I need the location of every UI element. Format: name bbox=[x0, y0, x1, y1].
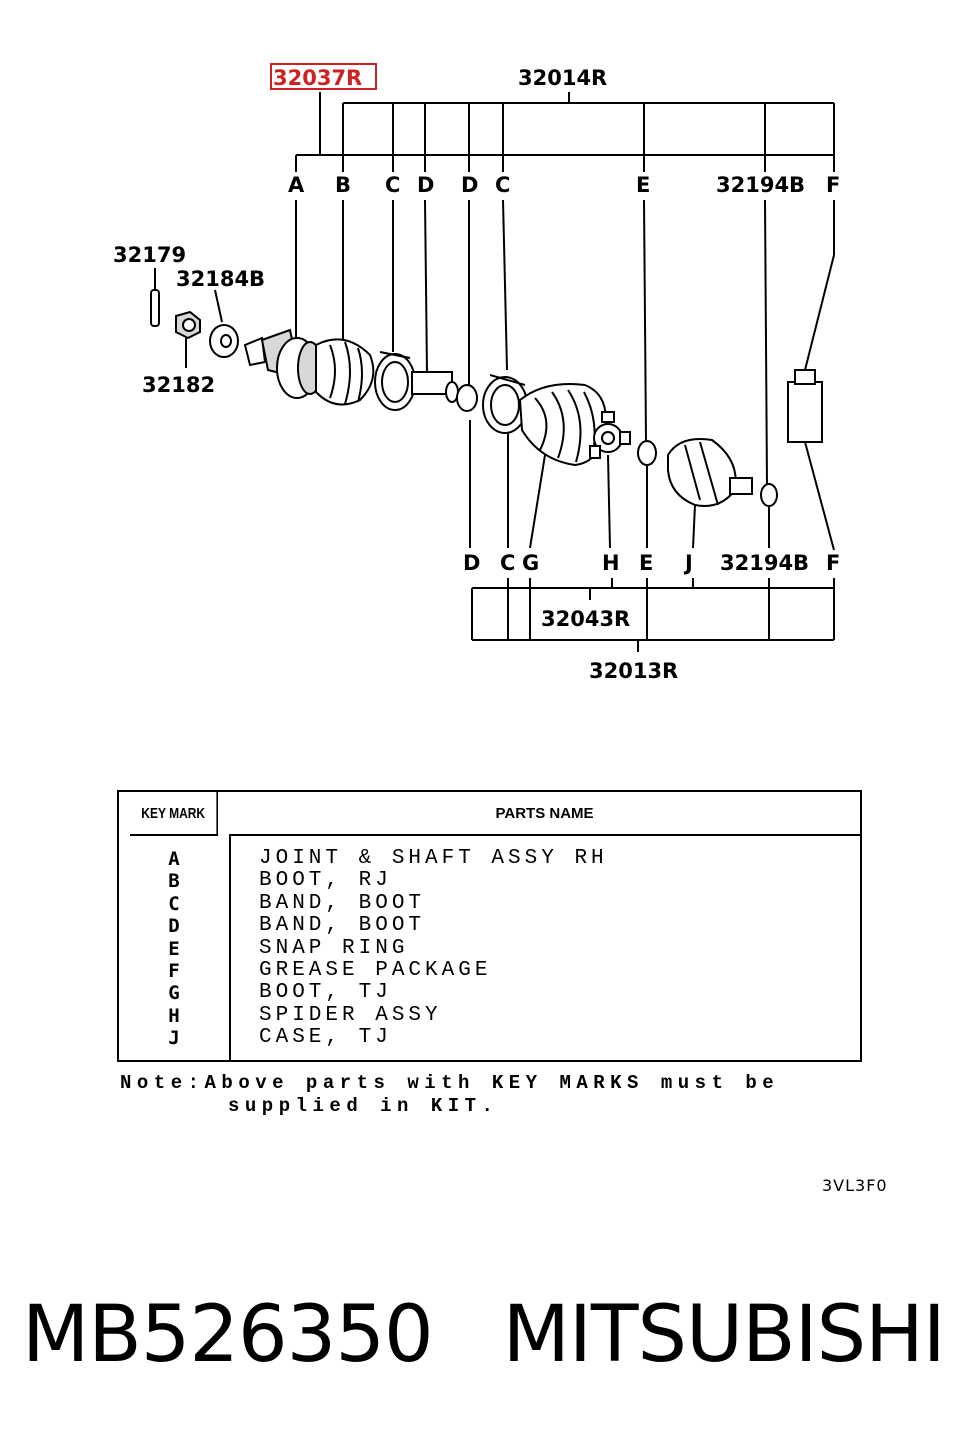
outer-joint-assembly-icon bbox=[243, 328, 459, 411]
table-row: E SNAP RING bbox=[119, 936, 860, 960]
label-32194B-top[interactable]: 32194B bbox=[716, 173, 805, 197]
spider-assembly-icon bbox=[589, 411, 631, 459]
key-bottom-D: D bbox=[463, 551, 480, 575]
key-top-B: B bbox=[335, 173, 351, 197]
name-cell: SNAP RING bbox=[259, 936, 409, 960]
key-cell: F bbox=[168, 959, 180, 982]
table-row: D BAND, BOOT bbox=[119, 914, 860, 938]
table-row: H SPIDER ASSY bbox=[119, 1003, 860, 1027]
key-cell: E bbox=[168, 937, 180, 960]
note-line-2: supplied in KIT. bbox=[228, 1095, 499, 1117]
name-cell: BAND, BOOT bbox=[259, 914, 426, 938]
key-bottom-F: F bbox=[826, 551, 840, 575]
key-bottom-H: H bbox=[602, 551, 620, 575]
key-top-A: A bbox=[288, 173, 305, 197]
header-key-mark: KEY MARK bbox=[130, 792, 218, 836]
bottom-leader-lines bbox=[469, 420, 835, 652]
key-cell: A bbox=[168, 848, 180, 870]
key-bottom-G: G bbox=[522, 551, 539, 575]
cotter-pin-icon bbox=[150, 268, 160, 327]
key-bottom-J: J bbox=[683, 551, 693, 575]
label-32014R[interactable]: 32014R bbox=[518, 66, 607, 90]
key-top-D2: D bbox=[461, 173, 478, 197]
table-row: A JOINT & SHAFT ASSY RH bbox=[119, 847, 860, 871]
key-bottom-C: C bbox=[500, 551, 515, 575]
name-cell: SPIDER ASSY bbox=[259, 1003, 442, 1027]
key-cell: H bbox=[168, 1004, 180, 1027]
name-cell: CASE, TJ bbox=[259, 1026, 392, 1050]
name-cell: BOOT, TJ bbox=[259, 981, 392, 1005]
key-cell: C bbox=[168, 892, 180, 915]
table-rows: A JOINT & SHAFT ASSY RH B BOOT, RJ C BAND, … bbox=[119, 848, 860, 1050]
name-cell: BOOT, RJ bbox=[259, 869, 392, 893]
table-row: C BAND, BOOT bbox=[119, 891, 860, 915]
key-top-D1: D bbox=[417, 173, 434, 197]
footer-caption: MB526350 MITSUBISHI bbox=[22, 1290, 946, 1380]
lock-nut-icon bbox=[175, 289, 223, 368]
grease-package-icon bbox=[787, 369, 835, 551]
boot-band-icon bbox=[456, 384, 478, 412]
key-top-C1: C bbox=[385, 173, 400, 197]
label-32179[interactable]: 32179 bbox=[113, 243, 186, 267]
washer-icon bbox=[209, 324, 239, 358]
key-bottom-E: E bbox=[639, 551, 653, 575]
table-row: G BOOT, TJ bbox=[119, 981, 860, 1005]
tj-case-icon bbox=[667, 438, 753, 507]
diagram-code: 3VL3F0 bbox=[822, 1176, 888, 1195]
label-32194B-bottom[interactable]: 32194B bbox=[720, 551, 809, 575]
parts-key-table: KEY MARK PARTS NAME A JOINT & SHAFT ASSY … bbox=[117, 790, 862, 1062]
table-row: J CASE, TJ bbox=[119, 1026, 860, 1050]
label-32037R[interactable]: 32037R bbox=[273, 66, 362, 90]
key-top-C2: C bbox=[495, 173, 510, 197]
name-cell: GREASE PACKAGE bbox=[259, 958, 492, 982]
table-row: F GREASE PACKAGE bbox=[119, 958, 860, 982]
label-32013R[interactable]: 32013R bbox=[589, 659, 678, 683]
key-top-E: E bbox=[636, 173, 650, 197]
label-32182[interactable]: 32182 bbox=[142, 373, 215, 397]
table-row: B BOOT, RJ bbox=[119, 869, 860, 893]
key-cell: G bbox=[168, 982, 180, 1005]
key-top-F: F bbox=[826, 173, 840, 197]
name-cell: JOINT & SHAFT ASSY RH bbox=[259, 847, 608, 870]
label-32043R[interactable]: 32043R bbox=[541, 607, 630, 631]
key-cell: J bbox=[168, 1027, 180, 1050]
footer-brand: MITSUBISHI bbox=[502, 1290, 946, 1380]
highlight-box bbox=[270, 63, 377, 90]
footer-part-number: MB526350 bbox=[22, 1290, 434, 1380]
snap-ring-outer-icon bbox=[760, 483, 778, 507]
exploded-parts-diagram: 32037R 32014R A B C D D C E 32194B F bbox=[113, 63, 840, 683]
snap-ring-icon bbox=[637, 440, 657, 466]
top-leader-lines bbox=[295, 92, 835, 172]
name-cell: BAND, BOOT bbox=[259, 891, 426, 915]
note-line-1: Note:Above parts with KEY MARKS must be bbox=[120, 1072, 780, 1094]
label-32184B[interactable]: 32184B bbox=[176, 267, 265, 291]
part-leader-lines bbox=[295, 199, 835, 486]
table-divider bbox=[229, 836, 231, 1060]
header-parts-name: PARTS NAME bbox=[229, 792, 860, 836]
key-cell: B bbox=[168, 870, 180, 893]
key-cell: D bbox=[168, 915, 180, 938]
